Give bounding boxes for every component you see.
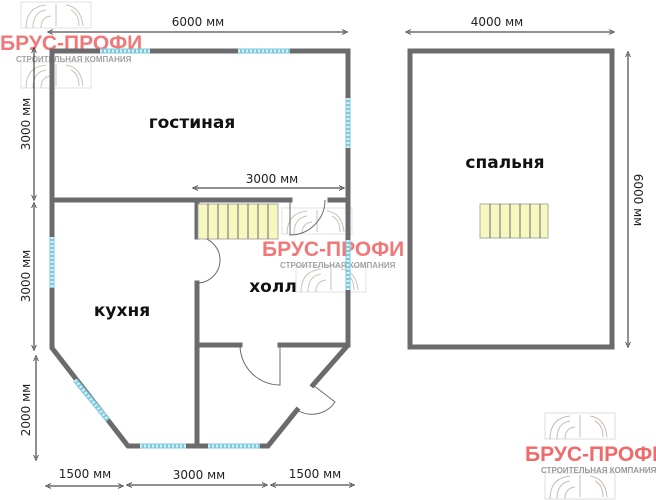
dim-left-upper: 3000 мм [19,98,33,150]
svg-text:БРУС-ПРОФИ: БРУС-ПРОФИ [525,443,656,466]
stairs-first-floor [197,203,279,240]
dim-bottom-right: 1500 мм [289,467,341,481]
logo-watermark-middle: БРУС-ПРОФИ СТРОИТЕЛЬНАЯ КОМПАНИЯ [262,207,404,293]
door-entrance [296,384,336,415]
room-label-hall: холл [249,277,297,297]
dim-bottom-middle: 3000 мм [173,468,225,482]
svg-text:СТРОИТЕЛЬНАЯ КОМПАНИЯ: СТРОИТЕЛЬНАЯ КОМПАНИЯ [541,466,656,475]
room-label-kitchen: кухня [94,301,150,321]
dimension-lines [34,32,628,486]
logo-watermark-top: БРУС-ПРОФИ СТРОИТЕЛЬНАЯ КОМПАНИЯ [0,1,142,89]
first-floor-walls [49,48,351,449]
door-room [239,344,281,386]
room-label-living: гостиная [149,113,236,133]
svg-text:СТРОИТЕЛЬНАЯ КОМПАНИЯ: СТРОИТЕЛЬНАЯ КОМПАНИЯ [16,55,132,64]
stairs-second-floor [479,203,549,239]
dim-bottom-left: 1500 мм [59,467,111,481]
dim-top: 6000 мм [172,15,224,29]
dim-second-top: 4000 мм [471,15,523,29]
dim-second-right: 6000 мм [631,174,645,226]
room-label-bedroom: спальня [465,153,544,173]
svg-text:БРУС-ПРОФИ: БРУС-ПРОФИ [262,238,404,261]
logo-watermark-bottom: БРУС-ПРОФИ СТРОИТЕЛЬНАЯ КОМПАНИЯ [525,412,656,500]
door-living [289,199,326,236]
second-floor-walls [407,48,615,350]
dim-left-lower: 2000 мм [19,384,33,436]
dim-inner: 3000 мм [246,172,298,186]
dim-left-middle: 3000 мм [19,250,33,302]
svg-text:СТРОИТЕЛЬНАЯ КОМПАНИЯ: СТРОИТЕЛЬНАЯ КОМПАНИЯ [280,261,396,270]
door-kitchen [196,236,221,284]
